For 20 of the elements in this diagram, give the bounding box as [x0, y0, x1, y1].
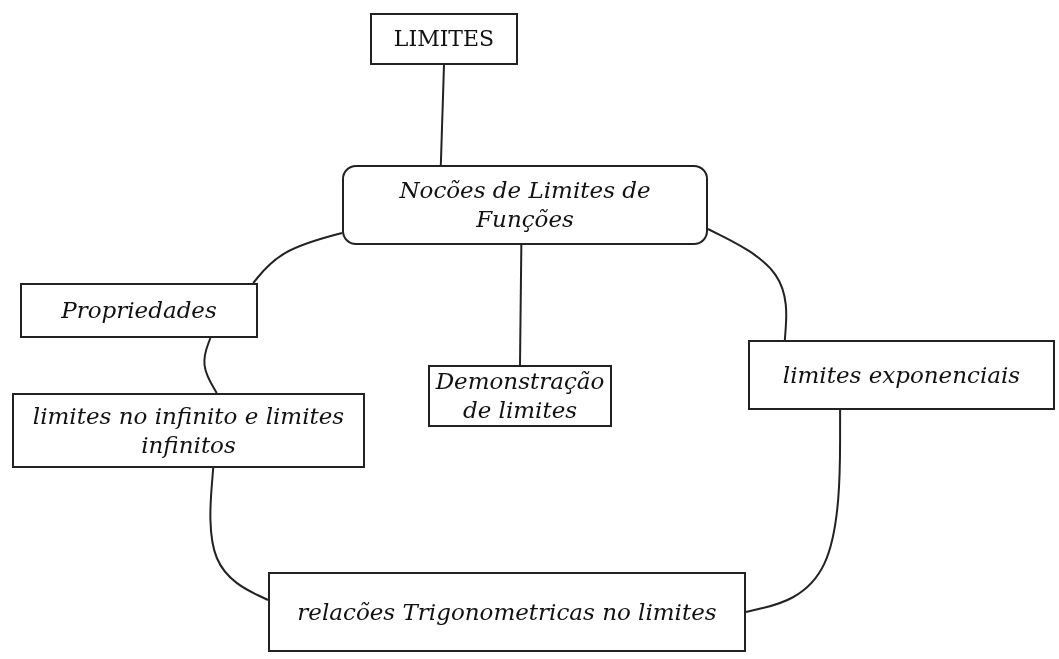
concept-label: Nocões de Limites de Funções	[398, 176, 652, 234]
concept-box	[370, 13, 518, 65]
connector-line	[439, 64, 445, 166]
concept-box	[12, 393, 365, 468]
concept-box	[342, 165, 708, 245]
concept-label: relacões Trigonometricas no limites	[297, 597, 717, 627]
connector-line	[209, 467, 269, 601]
connector-line	[745, 409, 842, 613]
connector-line	[252, 232, 343, 284]
concept-box	[268, 572, 746, 652]
concept-box	[748, 340, 1055, 410]
concept-box	[20, 283, 258, 338]
concept-label: limites no infinito e limites infinitos	[31, 401, 346, 460]
connector-line	[707, 228, 788, 341]
connector-line	[519, 244, 523, 366]
connector-line	[203, 337, 218, 394]
concept-label: Demonstração de limites	[435, 367, 605, 425]
concept-label: limites exponenciais	[782, 360, 1021, 390]
concept-label: LIMITES	[393, 25, 495, 53]
concept-label: Propriedades	[61, 296, 217, 325]
